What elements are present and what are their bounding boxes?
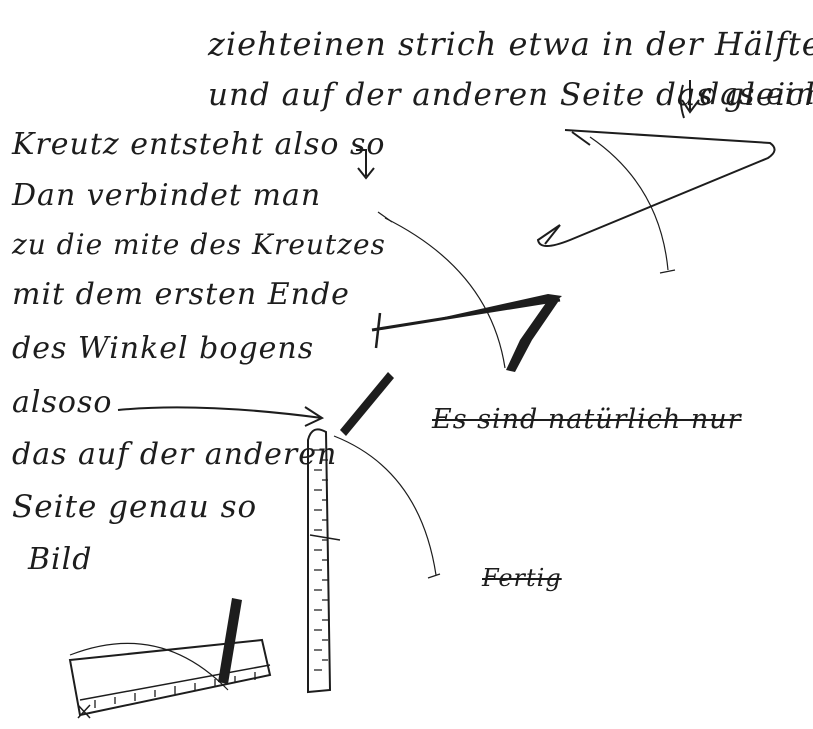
arrow-down-right-head <box>681 99 700 114</box>
text-line-5: zu die mite des Kreutzes <box>12 228 386 261</box>
bottom-ruler-sketch <box>68 598 272 719</box>
text-line-6: mit dem ersten Ende <box>12 277 350 312</box>
crossed-out-text-1: Es sind natürlich nur <box>432 404 742 435</box>
text-line-11: Bild <box>28 542 93 577</box>
text-line-2b: das ein <box>700 77 813 112</box>
arrow-down-small-head <box>357 167 375 180</box>
compass-outline-sketch <box>536 129 776 274</box>
ruler-compass-sketch <box>307 372 441 694</box>
text-line-7: des Winkel bogens <box>12 331 315 366</box>
text-line-9: das auf der anderen <box>12 437 338 472</box>
crossed-out-text-2: Fertig <box>482 564 562 592</box>
text-line-3: Kreutz entsteht also so <box>12 127 386 162</box>
bracket-line <box>679 84 685 119</box>
arrow-down-small <box>356 149 367 176</box>
text-line-2a: und auf der anderen Seite das gleich so <box>208 77 813 113</box>
text-line-10: Seite genau so <box>12 489 258 525</box>
text-line-8: alsoso <box>12 385 113 420</box>
arrow-to-ruler <box>117 406 325 427</box>
compass-dark-sketch <box>371 211 562 372</box>
text-line-1: ziehteinen strich etwa in der Hälfte als… <box>208 25 813 63</box>
text-line-4: Dan verbindet man <box>12 178 322 213</box>
